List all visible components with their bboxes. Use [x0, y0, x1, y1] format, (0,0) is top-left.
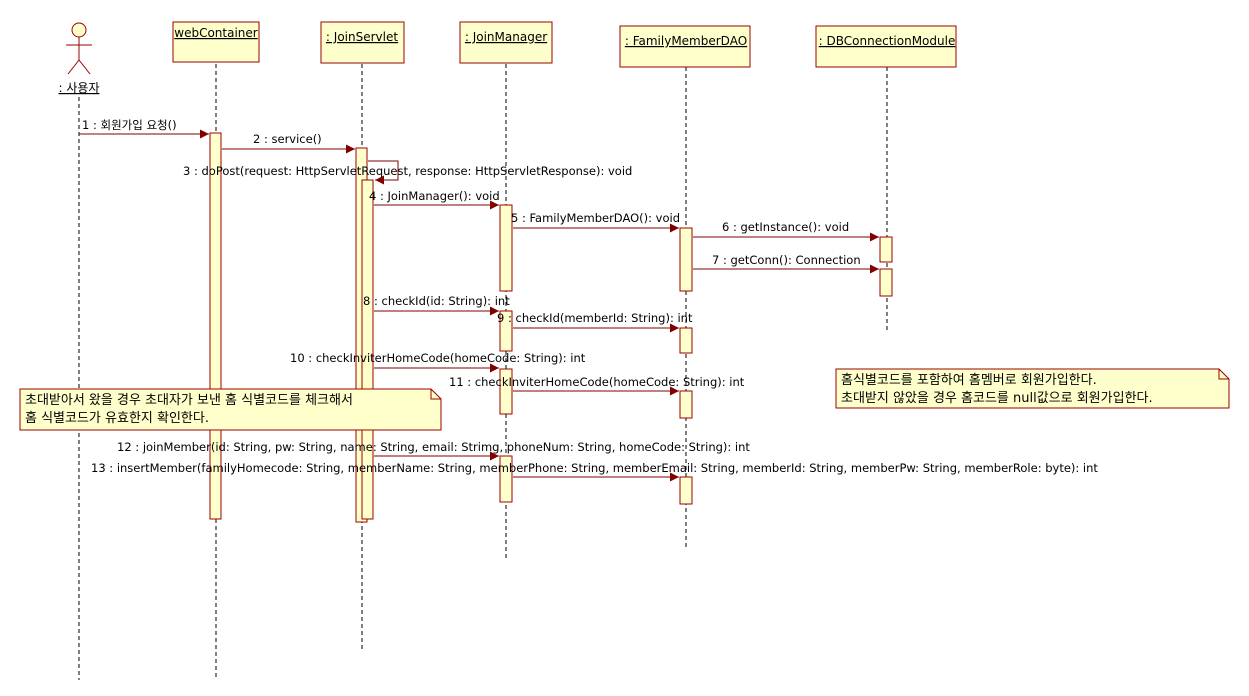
actor-label: : 사용자 — [59, 81, 100, 95]
activation-manager-2 — [499, 310, 513, 352]
note-line: 초대받지 않았을 경우 홈코드를 null값으로 회원가입한다. — [841, 391, 1153, 406]
message-label-2: 2 : service() — [253, 132, 322, 146]
message-arrow-3 — [368, 160, 399, 185]
message-label-10: 10 : checkInviterHomeCode(homeCode: Stri… — [290, 351, 586, 365]
activations — [209, 132, 893, 523]
message-label-3: 3 : doPost(request: HttpServletRequest, … — [183, 164, 632, 178]
activation-manager-4 — [499, 455, 513, 503]
note-line: 홈 식별코드가 유효한지 확인한다. — [25, 411, 209, 426]
note-join-with-homecode: 홈식별코드를 포함하여 홈멤버로 회원가입한다. 초대받지 않았을 경우 홈코드… — [835, 368, 1230, 409]
lifeline-name: : JoinServlet — [326, 30, 398, 44]
activation-dao-2 — [679, 327, 693, 354]
activation-dao-1 — [679, 227, 693, 292]
lifeline-name: : DBConnectionModule — [819, 34, 956, 48]
lifeline-name: : JoinManager — [465, 30, 547, 44]
note-line: 홈식별코드를 포함하여 홈멤버로 회원가입한다. — [841, 373, 1097, 388]
lifeline-head-db: : DBConnectionModule — [815, 25, 957, 68]
message-label-13: 13 : insertMember(familyHomecode: String… — [91, 461, 1098, 475]
message-labels: 1 : 회원가입 요청() 2 : service() 3 : doPost(r… — [82, 118, 1098, 475]
activation-servlet-inner — [361, 179, 374, 520]
lifelines — [78, 64, 888, 680]
activation-db-2 — [879, 268, 893, 297]
activation-dao-4 — [679, 476, 693, 505]
message-label-11: 11 : checkInviterHomeCode(homeCode: Stri… — [449, 375, 745, 389]
message-label-7: 7 : getConn(): Connection — [712, 253, 861, 267]
activation-db-1 — [879, 236, 893, 263]
activation-manager-3 — [499, 368, 513, 415]
message-label-5: 5 : FamilyMemberDAO(): void — [511, 211, 680, 225]
lifeline-head-manager: : JoinManager — [459, 21, 553, 64]
lifeline-head-dao: : FamilyMemberDAO — [619, 25, 751, 68]
lifeline-head-servlet: : JoinServlet — [320, 21, 405, 64]
messages — [79, 129, 879, 482]
message-label-1: 1 : 회원가입 요청() — [82, 118, 177, 132]
note-homecode-check: 초대받아서 왔을 경우 초대자가 보낸 홈 식별코드를 체크해서 홈 식별코드가… — [19, 388, 442, 431]
message-label-8: 8 : checkId(id: String): int — [363, 294, 510, 308]
message-label-4: 4 : JoinManager(): void — [369, 189, 500, 203]
message-label-9: 9 : checkId(memberId: String): int — [497, 311, 693, 325]
activation-web — [209, 132, 222, 520]
lifeline-head-web: webContainer — [172, 21, 260, 63]
activation-manager-1 — [499, 204, 513, 292]
activation-dao-3 — [679, 390, 693, 419]
message-label-12: 12 : joinMember(id: String, pw: String, … — [117, 440, 750, 454]
lifeline-name: : FamilyMemberDAO — [625, 34, 747, 48]
actor-user-icon — [66, 22, 92, 75]
lifeline-name: webContainer — [174, 26, 258, 40]
note-line: 초대받아서 왔을 경우 초대자가 보낸 홈 식별코드를 체크해서 — [25, 393, 353, 408]
message-label-6: 6 : getInstance(): void — [722, 220, 849, 234]
